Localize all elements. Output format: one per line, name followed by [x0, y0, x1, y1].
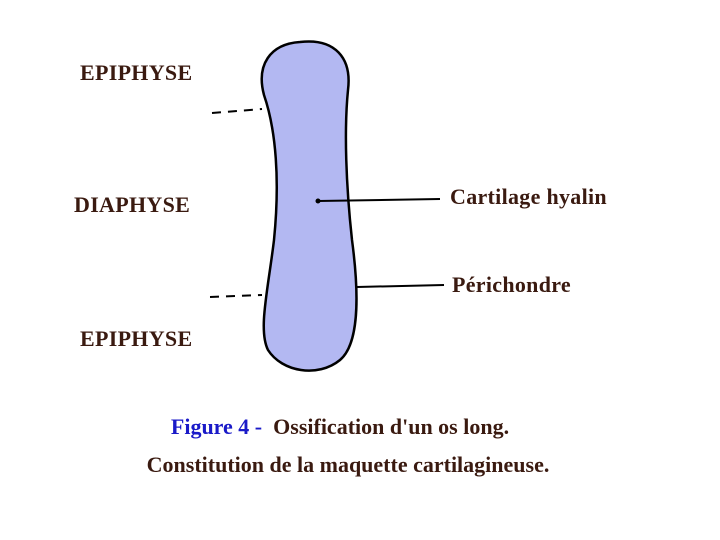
label-perichondre: Périchondre	[452, 272, 571, 297]
label-epiphyse-bottom: EPIPHYSE	[80, 326, 193, 351]
figure-number: Figure 4 -	[170, 414, 263, 439]
label-diaphyse: DIAPHYSE	[74, 192, 191, 217]
cartilage-model-shape	[260, 40, 358, 372]
figure-title: Ossification d'un os long.	[273, 414, 510, 439]
figure-caption-subtitle: Constitution de la maquette cartilagineu…	[146, 452, 550, 477]
epiphyse-boundary-top-dashes	[211, 108, 263, 114]
figure-caption-title: Figure 4 - Ossification d'un os long.	[0, 414, 700, 440]
cartilage-pointer-line	[317, 198, 441, 202]
label-epiphyse-top: EPIPHYSE	[80, 60, 193, 85]
perichondre-pointer-line	[356, 284, 445, 288]
label-cartilage-hyalin: Cartilage hyalin	[450, 184, 607, 209]
epiphyse-boundary-bottom-dashes	[209, 294, 263, 298]
